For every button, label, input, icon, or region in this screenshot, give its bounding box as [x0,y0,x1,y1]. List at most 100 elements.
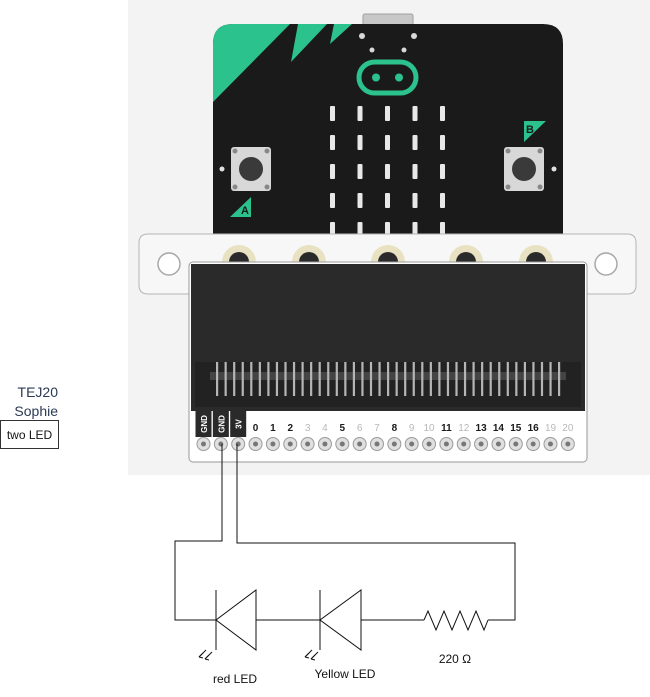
microbit-logo [356,59,419,96]
connector-tooth [344,362,347,396]
matrix-led [440,164,445,179]
matrix-led [330,106,335,121]
connector-tooth [463,362,467,396]
connector-tooth [523,362,526,396]
pin-label-bg [195,411,212,437]
pin-hole-center [426,441,432,447]
pin-hole-center [513,441,519,447]
pin-hole-center [478,441,484,447]
matrix-led [440,106,445,121]
matrix-led [357,222,363,237]
pin-hole-center [374,441,380,447]
pin-hole-center [409,441,415,447]
connector-tooth [498,362,501,396]
matrix-led [330,135,335,150]
pin-label: 0 [253,423,259,434]
connector-tooth [489,362,492,396]
connector-tooth [506,362,509,396]
yellow-led-symbol [304,589,362,661]
connector-tooth [258,362,261,396]
yellow-led-label: Yellow LED [314,667,376,681]
matrix-led [440,193,445,208]
pin-label: 4 [322,423,328,434]
matrix-led [412,106,418,121]
connector-tooth [233,362,236,396]
connector-tooth [387,362,390,396]
connector-tooth [284,362,287,396]
resistor-symbol [423,609,489,632]
connector-tooth [369,362,373,396]
matrix-led [385,164,390,179]
matrix-led [385,222,390,237]
connector-tooth [558,362,561,396]
red-led-label: red LED [212,672,258,686]
pin-label-bg [212,411,229,437]
pin-hole-center [391,441,397,447]
matrix-led [440,222,445,237]
button-b-label: B [526,124,534,136]
pin-label: 12 [458,423,470,434]
matrix-led [412,135,418,150]
pin-label: 9 [409,423,415,434]
connector-teeth [216,362,561,396]
connector-tooth [540,362,544,396]
pin-hole-center [530,441,536,447]
pin-hole-center [253,441,259,447]
pin-label: 1 [270,423,276,434]
connector-tooth [292,362,296,396]
button-b-marker [524,121,546,142]
pin-hole-center [443,441,449,447]
matrix-led [385,135,390,150]
board-graphic [330,24,352,44]
pin-label: 11 [441,423,452,434]
connector-tooth [404,362,407,396]
pin-label: 13 [476,423,488,434]
matrix-led [385,193,390,208]
connector-tooth [378,362,381,396]
matrix-led [412,193,418,208]
pin-label: 20 [562,423,574,434]
pin-label: 3V [235,418,244,428]
connector-tooth [532,362,535,396]
board-graphic [213,24,290,102]
course-label: TEJ20 [17,384,58,400]
pin-hole-center [548,441,553,447]
connector-tooth [275,362,279,396]
pin-hole-center [461,441,467,447]
connector-tooth [310,362,313,396]
connector-tooth [549,362,552,396]
button-a[interactable] [231,147,271,191]
pin-hole-center [218,441,224,447]
matrix-led [357,106,363,121]
connector-tooth [395,362,398,396]
board-graphic [291,24,327,62]
connector-tooth [267,362,270,396]
pin-label: 2 [287,423,293,434]
pin-label: 6 [357,423,363,434]
matrix-led [357,164,363,179]
pin-label: 3 [305,423,311,434]
pin-label: 14 [493,423,505,434]
button-b[interactable] [504,147,544,191]
project-title-box: two LED [0,420,59,449]
connector-tooth [327,362,330,396]
button-a-marker [230,197,251,217]
pin-hole-center [565,441,571,447]
microbit-board: A B [213,24,563,270]
wire-3v [236,444,516,621]
connector-tooth [421,362,424,396]
connector-tooth [412,362,415,396]
matrix-led [330,222,335,237]
connector-tooth [429,362,432,396]
pin-hole-center [339,441,345,447]
connector-tooth [216,362,219,396]
connector-tooth [438,362,441,396]
matrix-led [330,193,335,208]
wires [174,444,516,621]
pin-label: 19 [545,423,557,434]
pin-hole-center [270,441,276,447]
pin-hole-center [305,441,311,447]
mount-hole [594,252,618,276]
